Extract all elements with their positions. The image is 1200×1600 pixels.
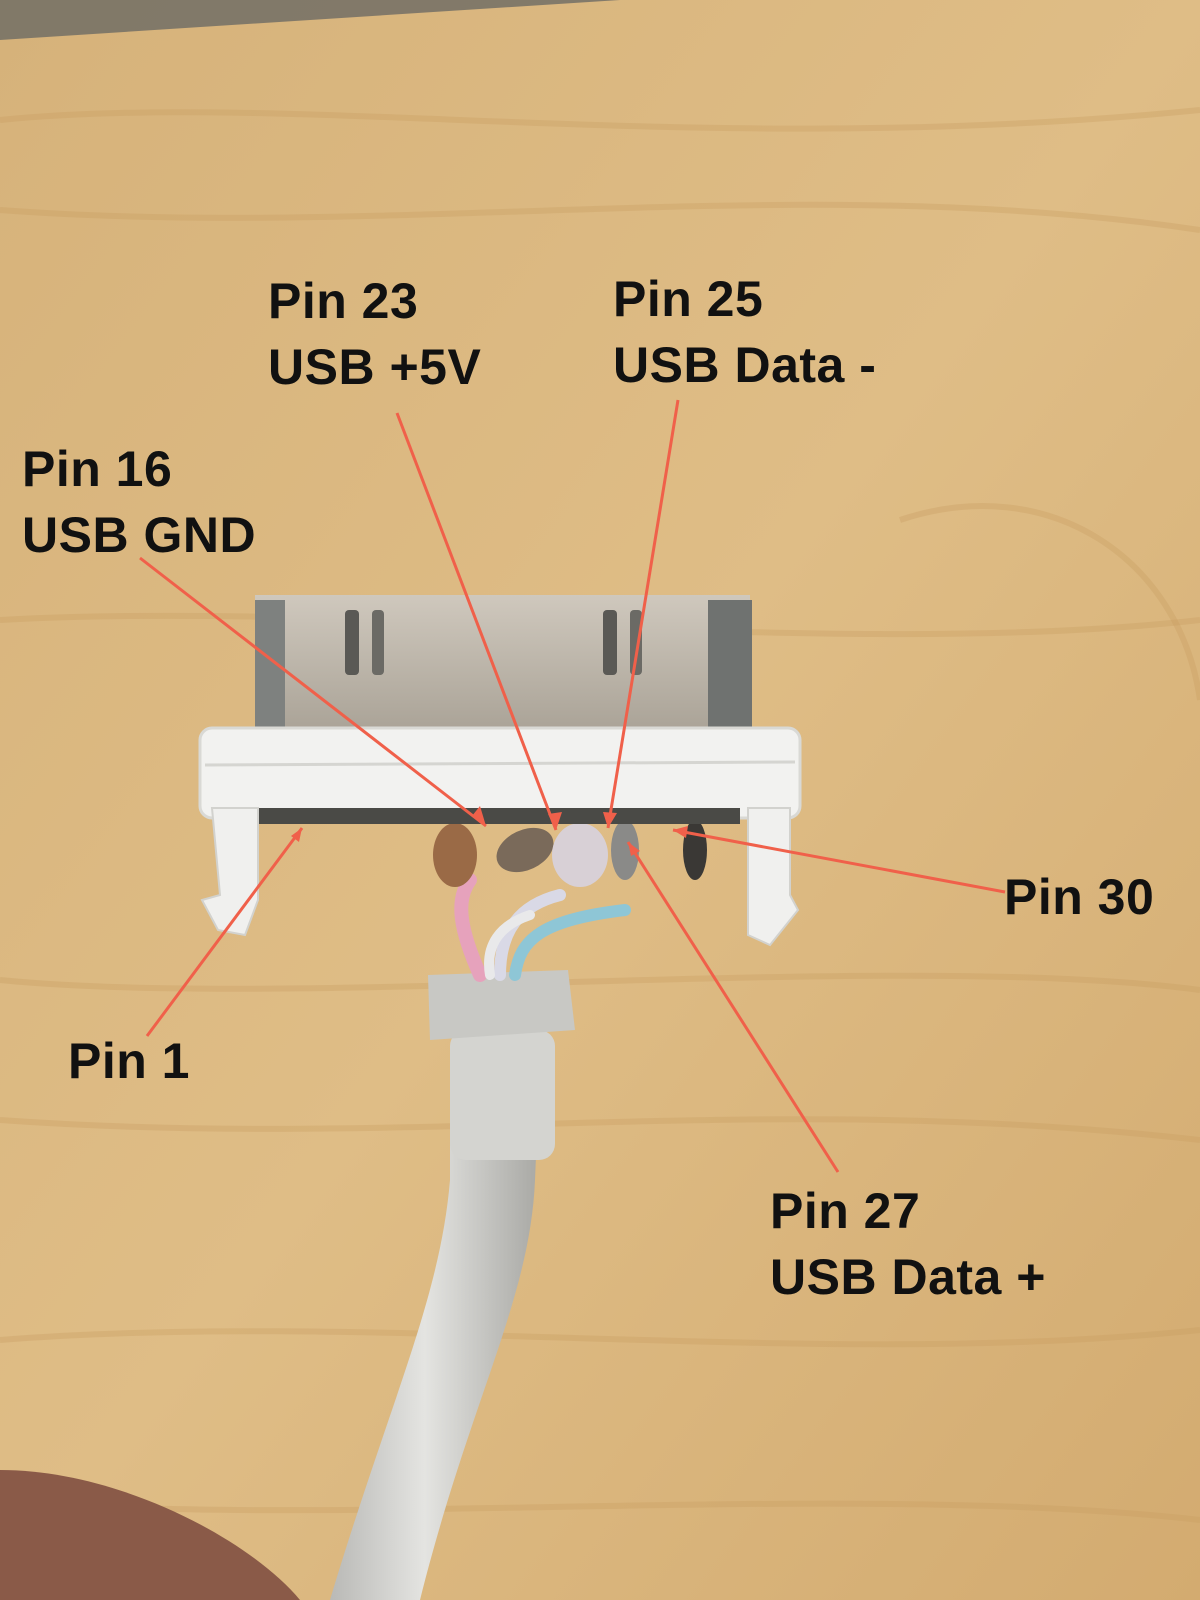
label-pin27: Pin 27 USB Data + xyxy=(770,1178,1046,1310)
leader-lines xyxy=(139,399,1006,1173)
label-pin25-signal: USB Data - xyxy=(613,337,877,393)
housing-seam xyxy=(204,760,796,767)
label-pin16-number: Pin 16 xyxy=(22,441,173,497)
leader-arrowheads xyxy=(291,806,688,856)
label-pin16: Pin 16 USB GND xyxy=(22,436,256,568)
label-pin23: Pin 23 USB +5V xyxy=(268,268,481,400)
housing-clip-left xyxy=(200,807,259,937)
label-pin27-signal: USB Data + xyxy=(770,1249,1046,1305)
wires xyxy=(454,873,631,982)
label-pin30: Pin 30 xyxy=(1004,864,1154,930)
pcb-strip xyxy=(250,808,740,824)
shield-slot-left xyxy=(345,610,359,675)
leader-line-pin23 xyxy=(395,412,558,831)
solder-joints xyxy=(433,820,707,887)
leader-line-pin16 xyxy=(139,556,487,828)
finger xyxy=(0,1470,300,1600)
label-pin16-signal: USB GND xyxy=(22,507,257,563)
metal-shield xyxy=(255,595,750,735)
shield-slot-right xyxy=(603,610,617,675)
label-pin25-number: Pin 25 xyxy=(613,271,764,327)
cable xyxy=(330,1060,540,1600)
label-pin1-number: Pin 1 xyxy=(68,1033,190,1089)
leader-line-pin1 xyxy=(145,827,304,1037)
leader-line-pin27 xyxy=(626,841,840,1173)
housing-clip-right xyxy=(747,807,800,947)
shield-slot-left-b xyxy=(372,610,384,675)
label-pin25: Pin 25 USB Data - xyxy=(613,266,876,398)
leader-line-pin30 xyxy=(672,828,1006,894)
label-pin1: Pin 1 xyxy=(68,1028,190,1094)
label-pin23-number: Pin 23 xyxy=(268,273,419,329)
leader-line-pin25 xyxy=(606,399,680,829)
table-edge xyxy=(0,0,620,40)
shield-slot-right-b xyxy=(630,610,642,675)
label-pin30-number: Pin 30 xyxy=(1004,869,1155,925)
shield-side-right xyxy=(708,600,752,730)
connector-housing xyxy=(198,726,802,820)
strain-relief xyxy=(450,1030,555,1160)
cable-clamp xyxy=(428,970,575,1040)
label-pin23-signal: USB +5V xyxy=(268,339,482,395)
label-pin27-number: Pin 27 xyxy=(770,1183,921,1239)
